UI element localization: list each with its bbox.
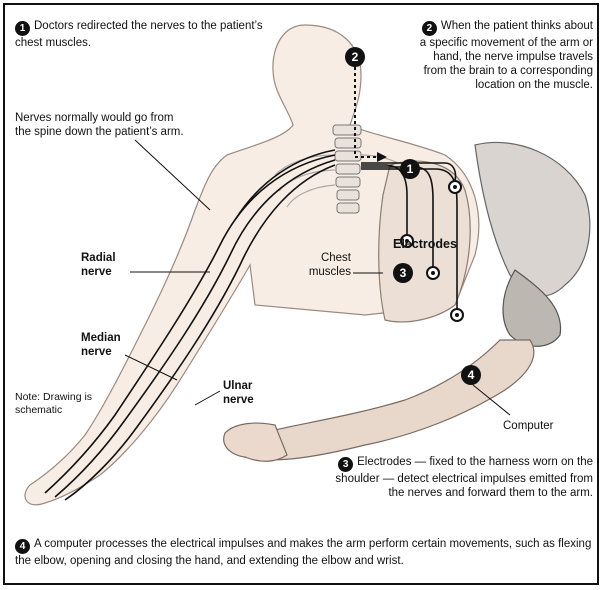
step-2-badge: 2 (422, 21, 437, 36)
step-1-badge: 1 (15, 21, 30, 36)
computer-label: Computer (503, 419, 583, 433)
step-3-text: Electrodes — fixed to the harness worn o… (335, 456, 593, 499)
chest-muscles-label: Chest muscles (291, 251, 351, 279)
marker-2-text: 2 (352, 50, 359, 64)
nerves-note: Nerves normally would go from the spine … (15, 111, 185, 139)
marker-1-text: 1 (407, 162, 414, 176)
ulnar-nerve-label: Ulnar nerve (223, 379, 271, 407)
step-4-badge: 4 (15, 539, 30, 554)
electrodes-label: Electrodes (393, 237, 473, 251)
prosthetic-forearm (243, 340, 534, 460)
prosthetic-hand (224, 423, 287, 461)
step-1-text: Doctors redirected the nerves to the pat… (15, 20, 263, 49)
marker-3-text: 3 (400, 266, 407, 280)
step-2-text: When the patient thinks about a specific… (420, 20, 593, 91)
radial-nerve-label: Radial nerve (81, 251, 129, 279)
drawing-note: Note: Drawing is schematic (15, 391, 107, 417)
step-3-badge: 3 (338, 457, 353, 472)
marker-4-text: 4 (468, 368, 475, 382)
median-nerve-label: Median nerve (81, 331, 135, 359)
prosthetic-harness (475, 142, 590, 295)
step-4-text: A computer processes the electrical impu… (15, 538, 591, 567)
